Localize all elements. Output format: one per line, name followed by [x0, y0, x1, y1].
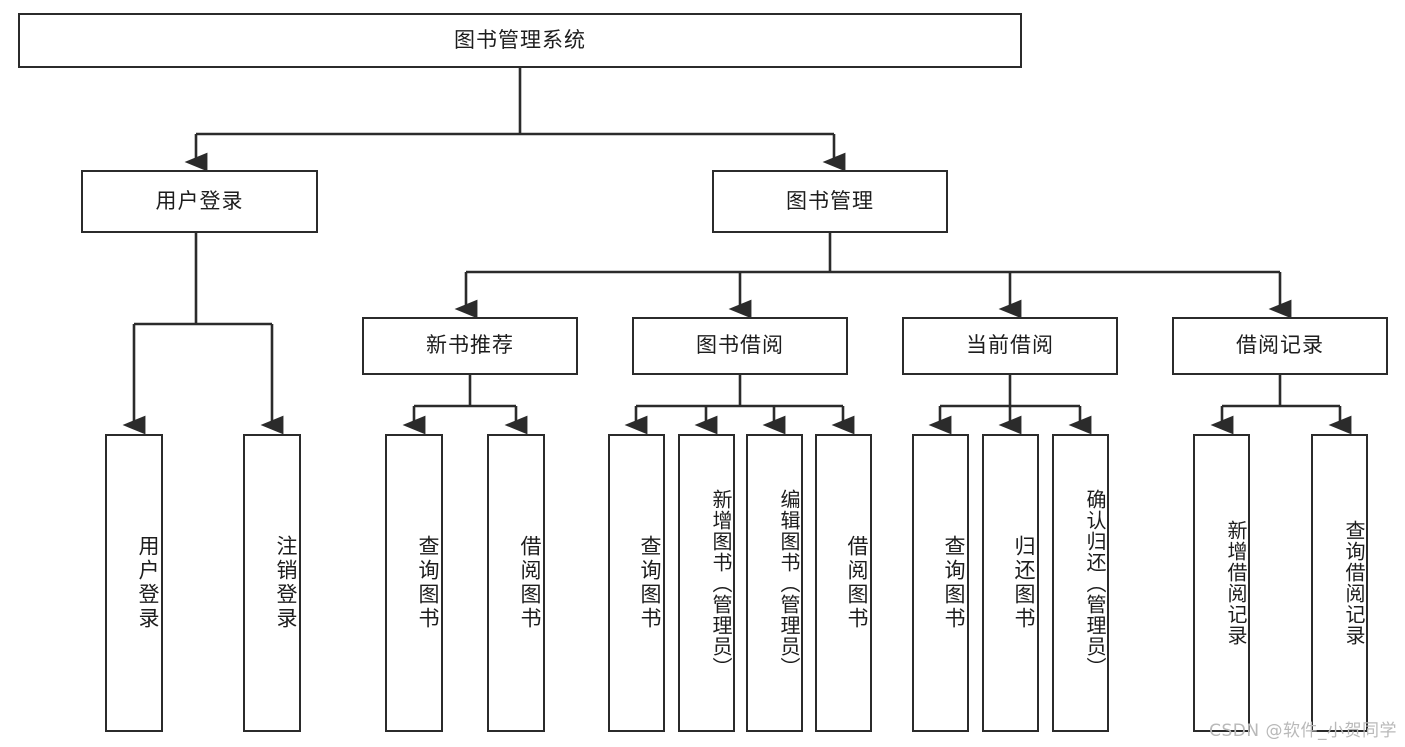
node-new-book-recommend[interactable]: 新书推荐	[362, 317, 578, 375]
leaf-confirm-return-admin[interactable]: 确认归还（管理员）	[1052, 434, 1109, 732]
node-root-book-management-system[interactable]: 图书管理系统	[18, 13, 1022, 68]
node-label: 查询图书	[416, 535, 440, 631]
leaf-query-book-current[interactable]: 查询图书	[912, 434, 969, 732]
leaf-query-book-borrow[interactable]: 查询图书	[608, 434, 665, 732]
leaf-add-book-admin[interactable]: 新增图书（管理员）	[678, 434, 735, 732]
node-book-management[interactable]: 图书管理	[712, 170, 948, 233]
leaf-borrow-book[interactable]: 借阅图书	[815, 434, 872, 732]
node-label: 编辑图书（管理员）	[777, 488, 801, 678]
node-label: 归还图书	[1012, 535, 1036, 631]
node-current-borrow[interactable]: 当前借阅	[902, 317, 1118, 375]
node-label: 查询借阅记录	[1342, 520, 1366, 646]
node-label: 用户登录	[155, 188, 244, 213]
leaf-edit-book-admin[interactable]: 编辑图书（管理员）	[746, 434, 803, 732]
leaf-return-book[interactable]: 归还图书	[982, 434, 1039, 732]
node-label: 借阅记录	[1236, 333, 1324, 358]
node-label: 确认归还（管理员）	[1083, 488, 1107, 678]
watermark-text: CSDN @软件_小贺同学	[1209, 721, 1397, 741]
node-label: 新增图书（管理员）	[709, 488, 733, 678]
node-label: 图书管理	[786, 188, 874, 213]
node-book-borrow[interactable]: 图书借阅	[632, 317, 848, 375]
node-label: 注销登录	[274, 535, 298, 631]
node-borrow-record[interactable]: 借阅记录	[1172, 317, 1388, 375]
node-label: 新增借阅记录	[1224, 520, 1248, 646]
node-label: 查询图书	[942, 535, 966, 631]
node-label: 图书管理系统	[454, 27, 586, 52]
node-label: 用户登录	[136, 535, 160, 631]
leaf-user-login[interactable]: 用户登录	[105, 434, 163, 732]
node-user-login[interactable]: 用户登录	[81, 170, 318, 233]
leaf-logout[interactable]: 注销登录	[243, 434, 301, 732]
node-label: 借阅图书	[845, 535, 869, 631]
node-label: 图书借阅	[696, 333, 784, 358]
node-label: 查询图书	[638, 535, 662, 631]
leaf-query-borrow-record[interactable]: 查询借阅记录	[1311, 434, 1368, 732]
node-label: 当前借阅	[966, 333, 1054, 358]
node-label: 新书推荐	[426, 333, 514, 358]
leaf-borrow-book-recommend[interactable]: 借阅图书	[487, 434, 545, 732]
node-label: 借阅图书	[518, 535, 542, 631]
leaf-query-book-recommend[interactable]: 查询图书	[385, 434, 443, 732]
leaf-add-borrow-record[interactable]: 新增借阅记录	[1193, 434, 1250, 732]
